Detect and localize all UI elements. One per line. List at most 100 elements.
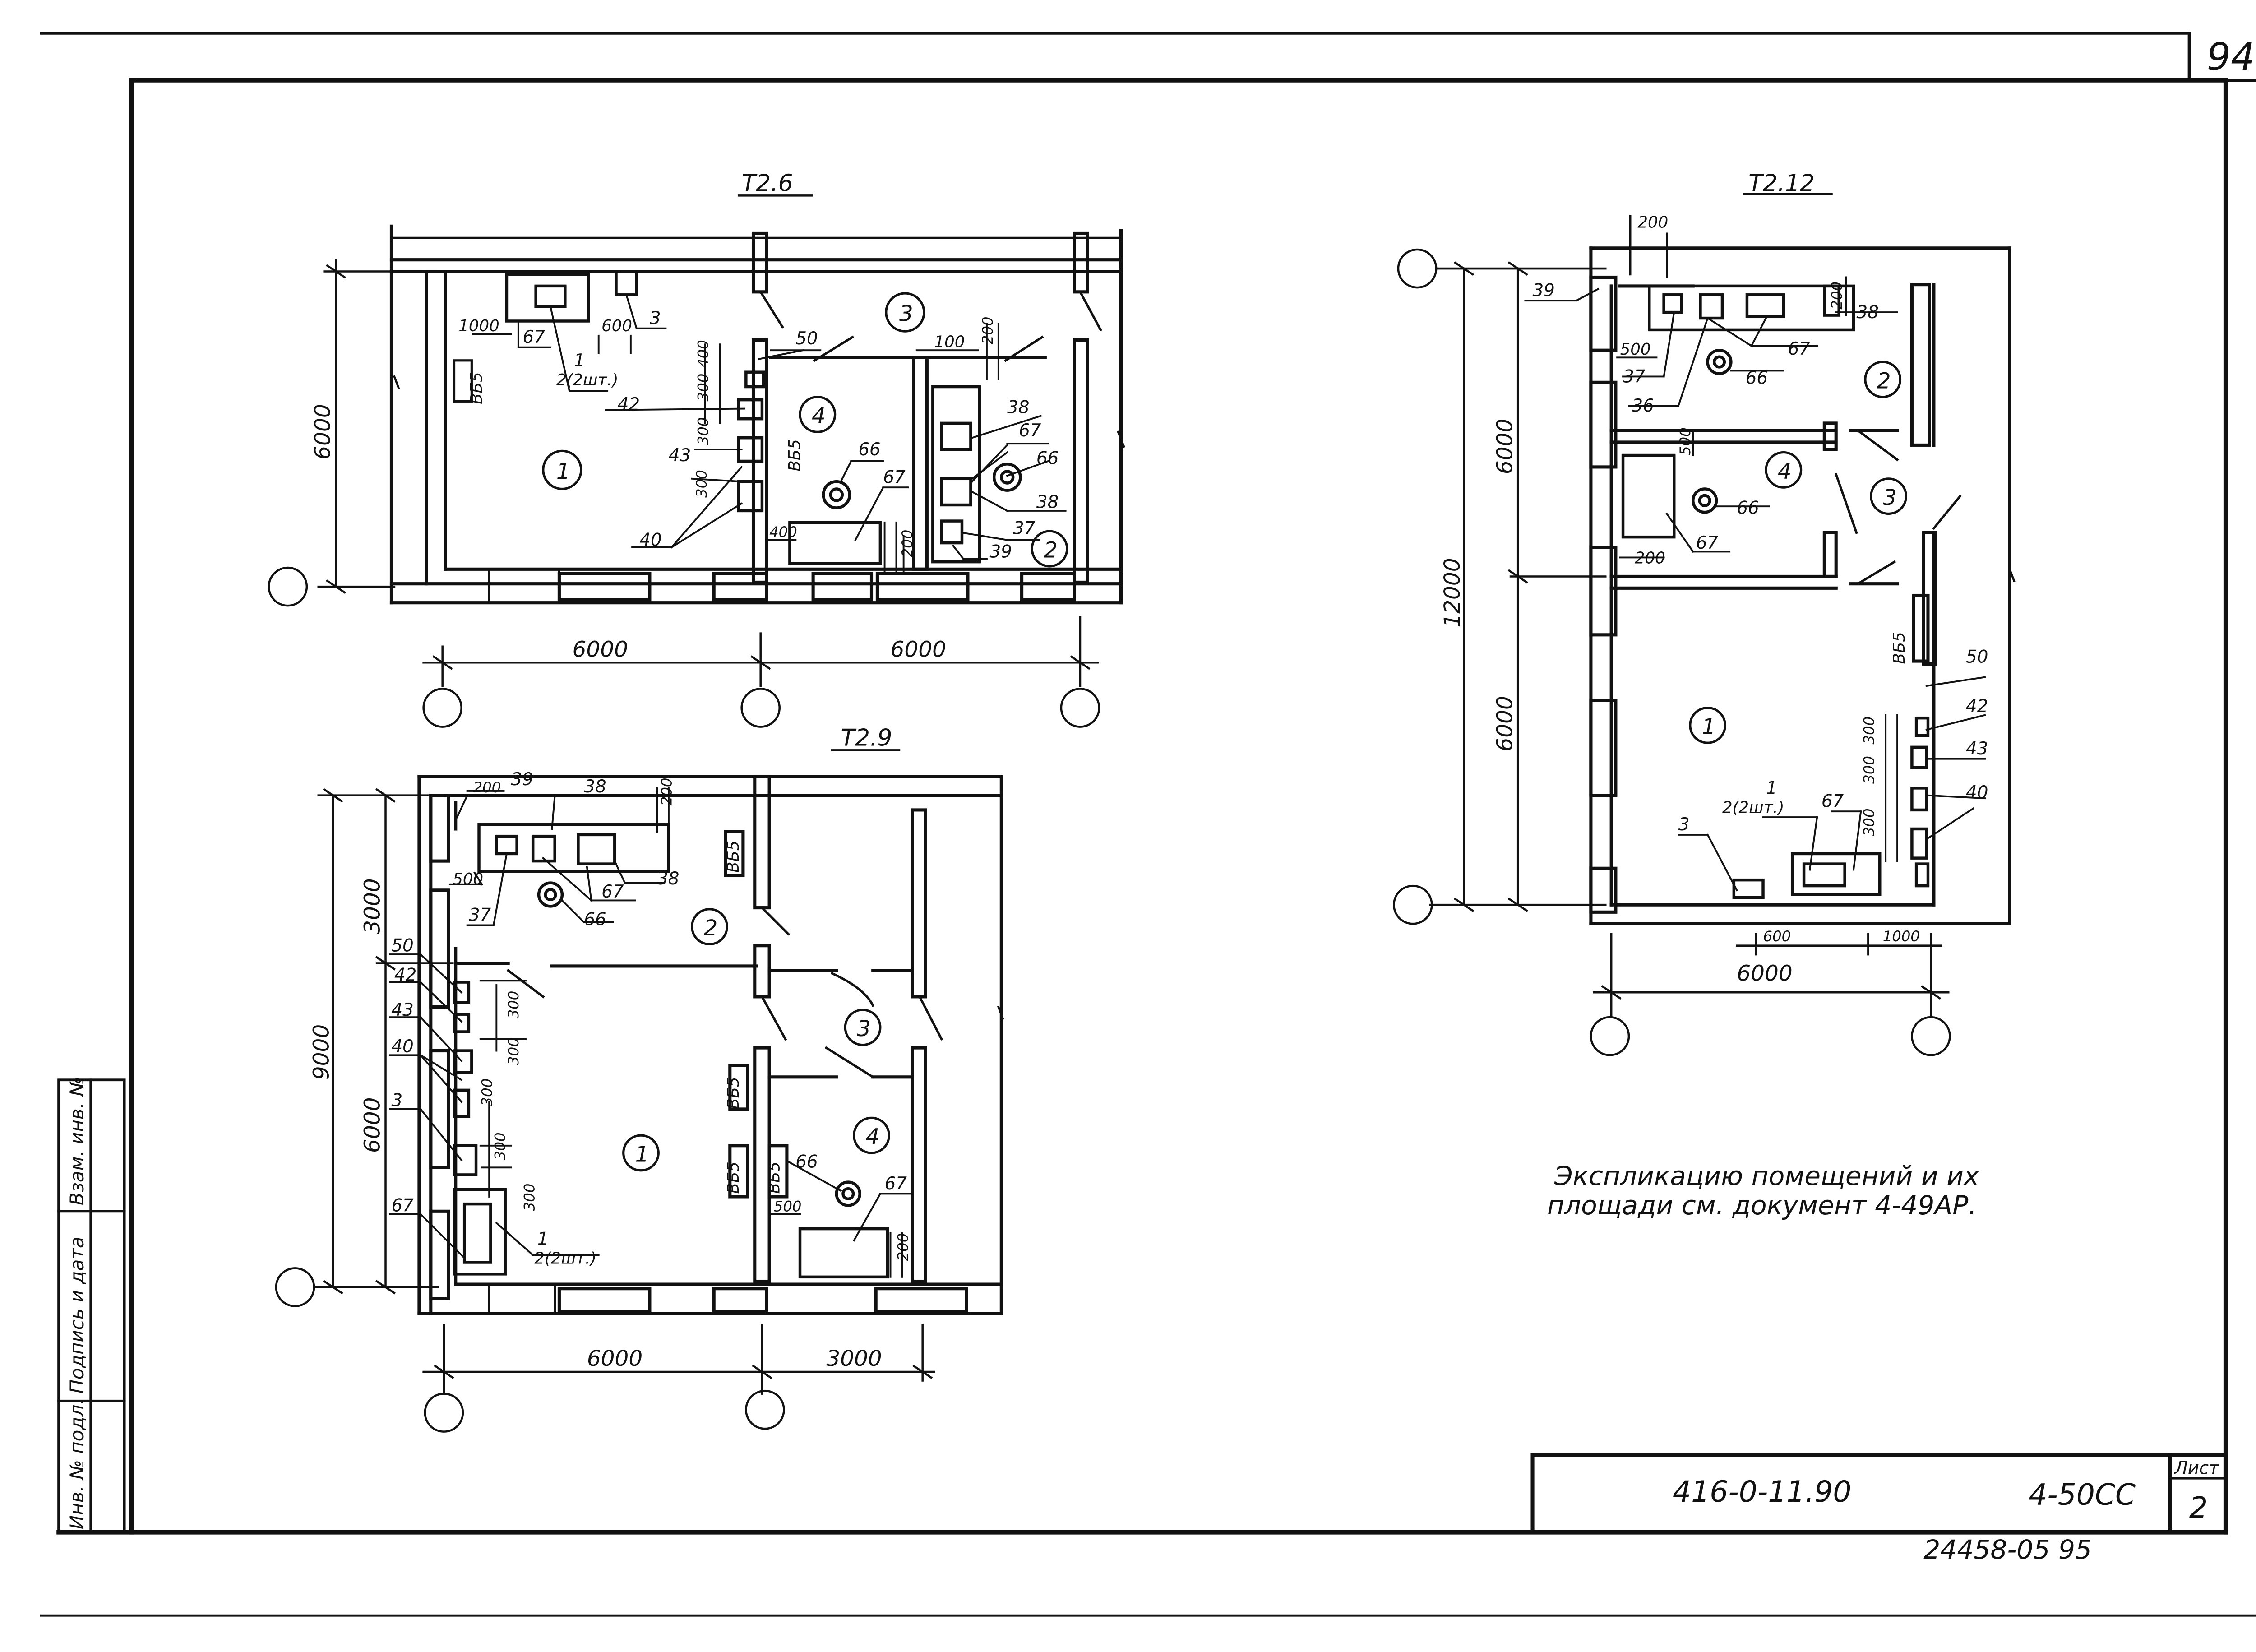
t212-room-4: 4	[1778, 459, 1792, 484]
t29-label-300c: 300	[479, 1078, 496, 1106]
t26-label-50: 50	[795, 329, 818, 349]
t212-label-50: 50	[1966, 647, 1988, 667]
t29-label-300a: 300	[505, 991, 522, 1019]
t212-label-39: 39	[1533, 281, 1555, 301]
t212-room-circles	[1689, 361, 1908, 744]
t26-dimensions	[268, 194, 1125, 728]
t212-label-67: 67	[1788, 339, 1811, 359]
t212-dim-top: 6000	[1492, 419, 1517, 474]
t26-room-1: 1	[556, 459, 570, 484]
t26-vb5b: ВБ5	[786, 439, 804, 471]
t212-label-500: 500	[1620, 340, 1651, 359]
t29-dim-top: 3000	[360, 878, 385, 934]
t26-label-67: 67	[523, 327, 546, 347]
t212-label-300b: 300	[1860, 756, 1877, 784]
t26-dim-right: 6000	[891, 637, 946, 662]
t29-dim-bottom: 6000	[360, 1097, 385, 1153]
t212-dimensions	[1393, 193, 2016, 1056]
t212-label-3: 3	[1678, 814, 1690, 835]
t29-label-38b: 38	[657, 869, 679, 889]
t29-label-66b: 66	[795, 1152, 818, 1172]
t212-label-1000: 1000	[1883, 928, 1920, 945]
t212-label-200top: 200	[1637, 213, 1668, 232]
t212-label-67c: 67	[1821, 791, 1844, 811]
t29-room-2: 2	[704, 916, 718, 941]
t26-label-200b: 200	[899, 530, 916, 558]
t29-label-43: 43	[391, 1000, 413, 1020]
t26-leaders	[472, 293, 1067, 573]
t26-label-67c: 67	[1019, 421, 1041, 441]
t29-label-67b: 67	[391, 1195, 414, 1216]
t212-dim-total: 12000	[1440, 558, 1465, 627]
t29-label-37: 37	[469, 905, 491, 925]
t26-label-1: 1	[574, 351, 585, 371]
t26-label-400b: 400	[769, 523, 797, 541]
t29-title: Т2.9	[841, 725, 892, 752]
t29-label-500b: 500	[774, 1198, 802, 1215]
t212-label-300c: 300	[1860, 808, 1877, 836]
t29-label-200: 200	[473, 779, 501, 796]
t29-room-3: 3	[857, 1016, 871, 1041]
t29-dimensions	[275, 749, 1004, 1433]
t26-label-300c: 300	[693, 470, 710, 498]
t212-label-67b: 67	[1696, 533, 1719, 553]
t29-vb5a: ВБ5	[724, 841, 743, 873]
t26-label-1000: 1000	[458, 317, 499, 335]
t29-label-200c: 200	[894, 1233, 911, 1261]
t212-label-42: 42	[1966, 696, 1988, 717]
album-code: 4-50СС	[2029, 1478, 2136, 1512]
t29-label-1: 1	[537, 1229, 549, 1249]
side-stamp-vzam-inv: Взам. инв. №	[66, 1077, 88, 1205]
t212-label-2sht: 2(2шт.)	[1722, 798, 1784, 817]
explication-note-line-1: Экспликацию помещений и их	[1554, 1161, 1979, 1191]
t212-label-500b: 500	[1677, 427, 1694, 455]
t212-label-300a: 300	[1860, 717, 1877, 745]
t212-label-43: 43	[1966, 739, 1988, 759]
t29-label-67c: 67	[885, 1174, 907, 1194]
t212-label-37: 37	[1623, 366, 1646, 387]
t212-label-38: 38	[1857, 302, 1879, 323]
t212-label-66: 66	[1746, 368, 1768, 389]
t212-room-3: 3	[1883, 485, 1897, 510]
t26-label-67b: 67	[883, 467, 906, 487]
t212-label-40: 40	[1966, 782, 1988, 803]
t26-room-3: 3	[899, 301, 913, 327]
t29-leaders	[389, 787, 913, 1278]
t29-vb5c: ВБ5	[724, 1161, 743, 1194]
t29-room-4: 4	[866, 1124, 880, 1150]
t212-vb5: ВБ5	[1890, 632, 1909, 664]
t212-label-200b: 200	[1828, 282, 1845, 310]
document-code: 416-0-11.90	[1673, 1475, 1851, 1509]
t212-room-2: 2	[1877, 368, 1891, 393]
t26-label-400: 400	[694, 340, 712, 368]
t29-label-67: 67	[601, 882, 624, 902]
t26-label-66b: 66	[1036, 448, 1059, 468]
t29-label-50: 50	[391, 936, 413, 956]
side-stamp-frame	[57, 1078, 126, 1534]
t26-label-43: 43	[669, 445, 691, 466]
sheet-label: Лист	[2174, 1458, 2220, 1478]
t212-leaders	[1524, 232, 1986, 892]
t29-dim-right: 3000	[826, 1346, 882, 1371]
t29-dim-left: 6000	[587, 1346, 643, 1371]
t26-vb5a: ВБ5	[467, 372, 486, 404]
t212-label-36: 36	[1632, 396, 1654, 416]
t29-room-1: 1	[635, 1142, 649, 1167]
t212-label-600: 600	[1763, 928, 1791, 945]
title-block-frame	[1530, 1453, 2228, 1534]
t26-label-200a: 200	[979, 317, 996, 345]
t212-label-200c: 200	[1635, 549, 1665, 567]
t26-room-4: 4	[812, 403, 826, 429]
t29-label-38: 38	[584, 777, 606, 797]
t212-label-1: 1	[1766, 778, 1777, 798]
page-number: 94	[2207, 35, 2255, 79]
t212-label-66b: 66	[1737, 498, 1759, 518]
t29-dim-total: 9000	[309, 1024, 334, 1080]
t29-vb5b: ВБ5	[724, 1077, 743, 1109]
t26-label-40: 40	[639, 530, 661, 551]
t29-label-66: 66	[584, 909, 606, 930]
t26-dim-height: 6000	[310, 404, 336, 459]
t26-room-circles	[542, 292, 1068, 568]
sheet-frame	[40, 32, 2256, 1617]
